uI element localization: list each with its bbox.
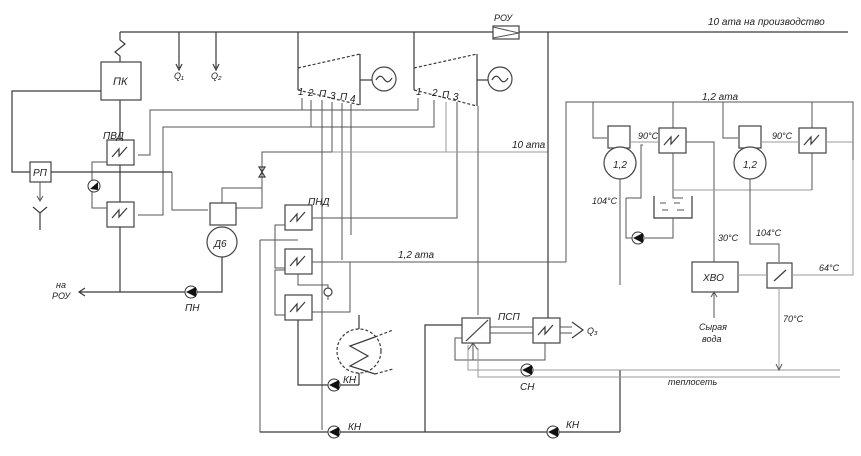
condensate-pump-label-1: КН — [343, 375, 357, 386]
consumer-label-q1: Q₁ — [174, 71, 184, 81]
raw-water-label-2: вода — [702, 334, 722, 344]
temp-90a: 90°С — [638, 131, 659, 141]
temp-70: 70°С — [783, 314, 804, 324]
deaerator-12a-label: 1,2 — [613, 160, 627, 171]
lp-heater-label: ПНД — [308, 197, 330, 208]
cooler-a — [658, 127, 687, 154]
cooler-b — [798, 127, 827, 154]
temp-104b: 104°С — [756, 228, 782, 238]
rou-valve-top — [492, 25, 520, 40]
t2-ext-p: П — [442, 90, 450, 101]
t1-ext-p1: П — [319, 89, 327, 100]
pressure-12ata-mid: 1,2 ата — [398, 250, 434, 261]
deaerator-d6 — [206, 202, 238, 258]
hp-heater-group — [91, 139, 135, 292]
network-pump-label: СН — [520, 382, 535, 393]
lp-heater-group — [259, 204, 351, 433]
deaerator-12b — [733, 125, 767, 180]
consumer-label-q2: Q₂ — [211, 71, 222, 81]
t2-ext-2: 2 — [431, 88, 438, 99]
t1-ext-p2: П — [340, 92, 348, 103]
extraction-lines — [138, 98, 548, 430]
temp-64: 64°С — [819, 263, 840, 273]
condensate-pump-label-2: КН — [348, 422, 362, 433]
network-heater-label: ПСП — [498, 312, 520, 323]
deaerator-12b-label: 1,2 — [743, 160, 757, 171]
main-steam-header — [114, 31, 848, 72]
boiler-label: ПК — [113, 76, 128, 88]
t1-ext-4: 4 — [350, 94, 356, 105]
deaerator-12a — [603, 125, 637, 180]
temp-90b: 90°С — [772, 131, 793, 141]
network-heater — [454, 317, 840, 378]
to-rou-label-1: на — [56, 280, 66, 290]
blowdown-label: РП — [33, 168, 48, 179]
chemical-water-label: ХВО — [702, 273, 724, 284]
condensate-pump-label-3: КН — [566, 420, 580, 431]
condenser — [336, 315, 394, 385]
heat-network-label: теплосеть — [668, 377, 717, 387]
t2-ext-1: 1 — [416, 87, 422, 98]
production-steam-label: 10 ата на производство — [708, 17, 825, 28]
to-rou-label-2: РОУ — [52, 291, 71, 301]
feed-pump-label: ПН — [185, 303, 200, 314]
raw-water-label-1: Сырая — [699, 322, 727, 332]
turbine-1 — [297, 32, 397, 106]
turbine-2 — [413, 32, 513, 107]
t1-ext-2: 2 — [307, 88, 314, 99]
deaerator-label: Д6 — [213, 239, 227, 250]
pressure-10ata: 10 ата — [512, 140, 546, 151]
t2-ext-3: 3 — [453, 92, 459, 103]
temp-104a: 104°С — [592, 196, 618, 206]
hp-heater-label: ПВД — [103, 131, 124, 142]
pressure-12ata-top: 1,2 ата — [702, 92, 738, 103]
t1-ext-1: 1 — [298, 87, 304, 98]
boiler — [100, 61, 142, 101]
temp-30: 30°С — [718, 233, 739, 243]
drain-tank — [653, 196, 693, 219]
chemical-water-treatment — [691, 261, 739, 293]
consumer-label-q3: Q₃ — [587, 326, 598, 336]
t1-ext-3: 3 — [330, 91, 336, 102]
rou-top-label: РОУ — [494, 13, 513, 23]
valve-icon — [257, 166, 267, 178]
